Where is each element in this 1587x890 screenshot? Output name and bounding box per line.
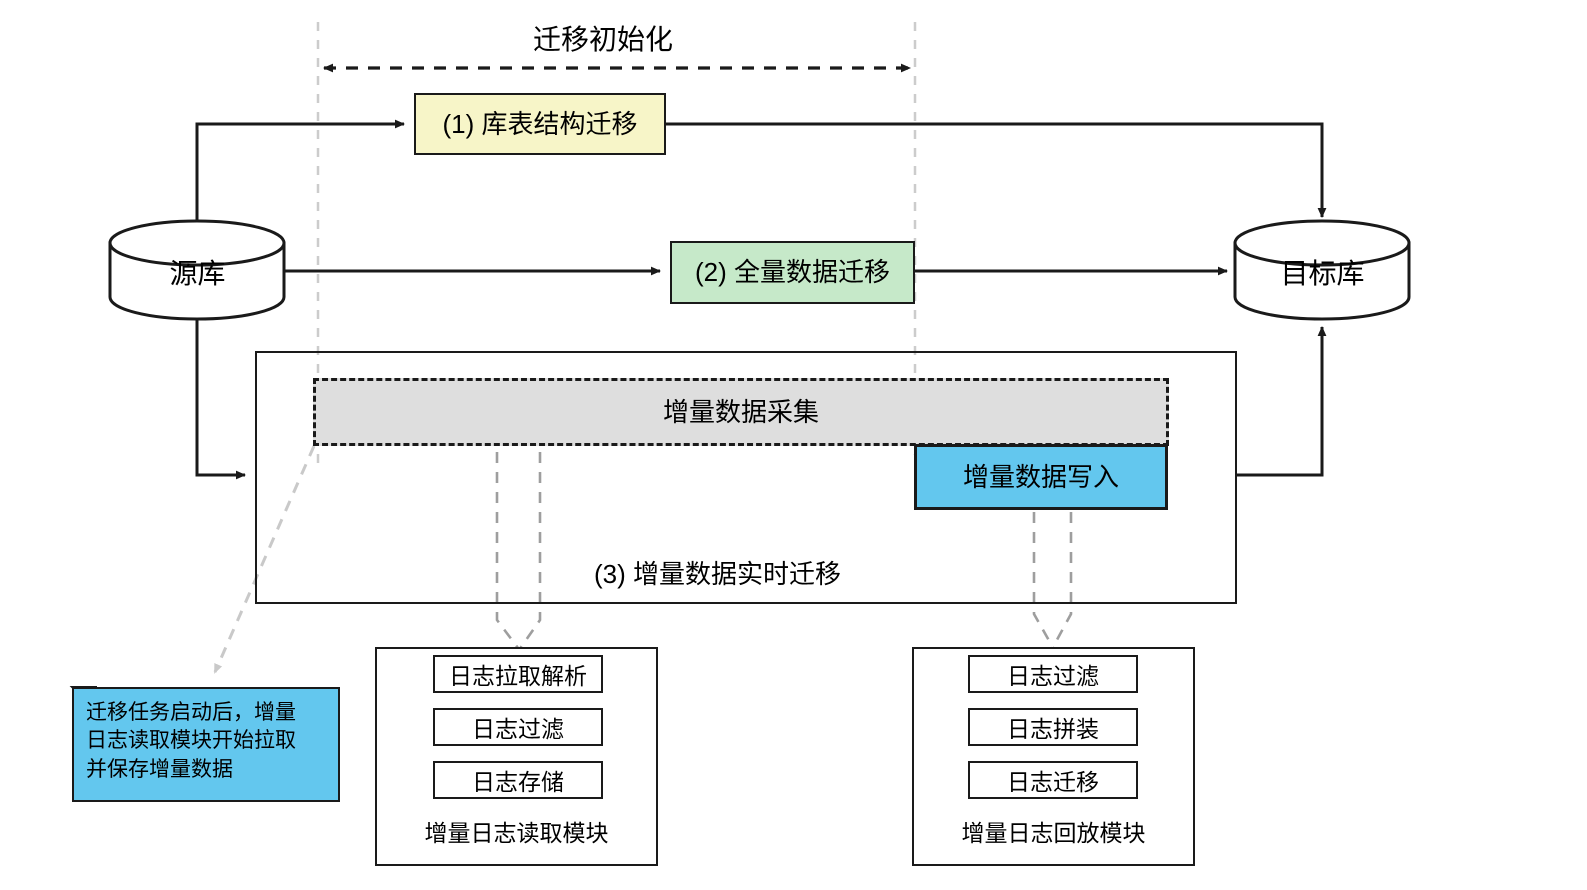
log-replay-module-caption: 增量日志回放模块 xyxy=(961,820,1146,846)
log-read-module-container xyxy=(375,647,658,866)
step-3-incremental-realtime-container xyxy=(255,351,1237,604)
flow-source-to-step1 xyxy=(195,119,405,227)
flow-step1-to-target xyxy=(666,122,1327,218)
log-read-module-caption: 增量日志读取模块 xyxy=(424,820,609,846)
log-read-module-item-1[interactable]: 日志过滤 xyxy=(433,708,603,746)
note-incremental-log-reader: 迁移任务启动后，增量 日志读取模块开始拉取 并保存增量数据 xyxy=(72,687,340,802)
flow-source-to-incremental xyxy=(195,313,246,480)
incremental-data-collect-box[interactable]: 增量数据采集 xyxy=(313,378,1169,446)
log-replay-module-item-2[interactable]: 日志迁移 xyxy=(968,761,1138,799)
step-1-schema-migration[interactable]: (1) 库表结构迁移 xyxy=(414,93,666,155)
log-replay-module-item-0[interactable]: 日志过滤 xyxy=(968,655,1138,693)
flow-incremental-to-target xyxy=(1237,326,1327,477)
log-replay-module-item-1[interactable]: 日志拼装 xyxy=(968,708,1138,746)
log-read-module-item-0[interactable]: 日志拉取解析 xyxy=(433,655,603,693)
step-2-full-data-migration[interactable]: (2) 全量数据迁移 xyxy=(670,241,915,304)
phase-label-migration-init: 迁移初始化 xyxy=(533,24,674,55)
log-read-module-item-2[interactable]: 日志存储 xyxy=(433,761,603,799)
incremental-data-write-box[interactable]: 增量数据写入 xyxy=(914,444,1168,510)
target-database-label: 目标库 xyxy=(1280,257,1365,289)
step-3-label: (3) 增量数据实时迁移 xyxy=(594,559,842,589)
source-database-label: 源库 xyxy=(169,257,226,289)
